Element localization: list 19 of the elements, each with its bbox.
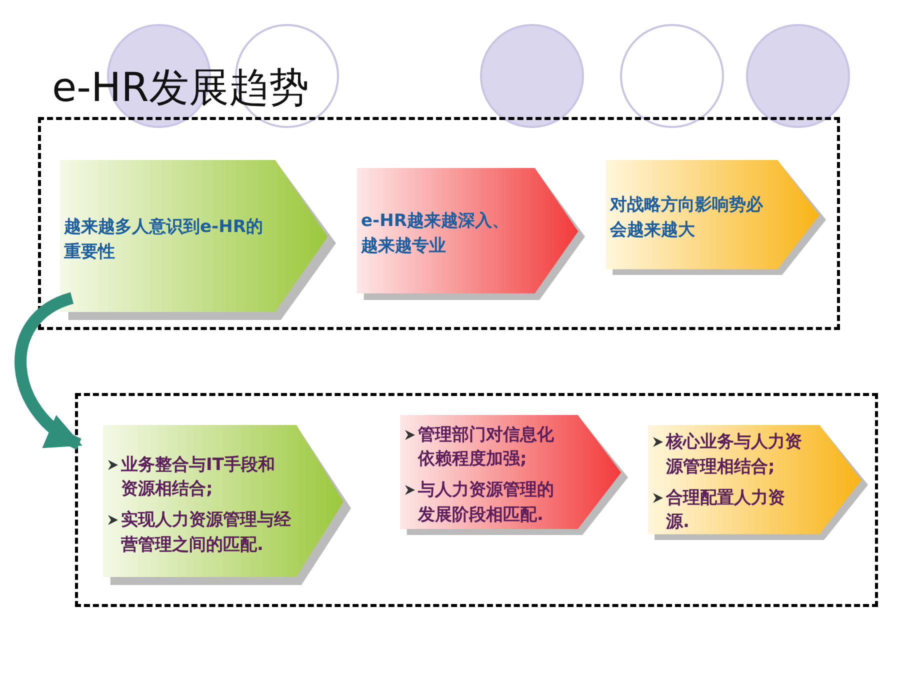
bullet-text: 与人力资源管理的发展阶段相匹配. (418, 479, 555, 527)
bullet-text: 实现人力资源管理与经营管理之间的匹配. (121, 509, 291, 557)
group-frame (38, 117, 840, 330)
chevron-box (606, 160, 826, 275)
bullet-text: 核心业务与人力资源管理相结合; (666, 431, 803, 479)
curved-arrow (14, 292, 82, 450)
chevron-text: e-HR越来越深入、越来越专业 (361, 210, 510, 258)
bullet-text: 管理部门对信息化依赖程度加强; (418, 424, 555, 472)
chevron-box (103, 425, 351, 585)
chevron-text: 对战略方向影响势必会越来越大 (610, 194, 764, 242)
bullet-text: 合理配置人力资源. (666, 486, 786, 534)
chevron-box (357, 168, 585, 300)
group-frame (75, 393, 878, 607)
bullet-text: 业务整合与IT手段和资源相结合; (121, 454, 276, 502)
chevron-box (648, 425, 868, 540)
chevron-box (60, 160, 336, 320)
chevron-box (400, 415, 628, 535)
chevron-text: 越来越多人意识到e-HR的重要性 (64, 216, 264, 264)
title: e-HR发展趋势 (52, 68, 309, 108)
